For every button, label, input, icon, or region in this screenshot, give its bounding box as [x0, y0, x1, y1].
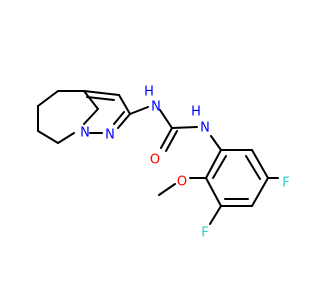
atom-n-left: N [151, 100, 161, 115]
cyclohexane-ring-bonds [37, 90, 99, 144]
atom-labels: N N H N O H N O F F [80, 85, 290, 241]
atom-n-right: N [200, 121, 210, 136]
benzene-ring-bonds [205, 149, 269, 207]
pyrazole-ring-bonds [83, 90, 131, 134]
urea-bonds [129, 106, 222, 152]
bond [209, 205, 222, 225]
bond [160, 127, 173, 149]
bond [251, 149, 269, 179]
atom-o-carbonyl: O [150, 153, 160, 168]
atom-h-left: H [144, 85, 154, 100]
atom-n-pyrazole: N [105, 128, 115, 143]
bond [129, 106, 149, 115]
bond [245, 155, 261, 180]
bond [171, 126, 198, 129]
bond [83, 90, 99, 110]
bond [251, 177, 269, 207]
bond [210, 135, 222, 151]
molecule-structure: N N H N O H N O F F [37, 85, 290, 241]
bond [118, 94, 131, 115]
atom-n-bridge: N [80, 126, 90, 141]
bond [37, 90, 59, 107]
atom-f-right: F [282, 176, 289, 191]
substituent-bonds [158, 177, 279, 225]
atom-o-methoxy: O [177, 175, 187, 190]
bond [86, 96, 115, 101]
bond [158, 183, 176, 196]
molecule-diagram: N N H N O H N O F F [37, 85, 290, 241]
bond [117, 113, 131, 129]
bond [212, 155, 227, 179]
bond [83, 108, 99, 125]
bond [165, 130, 178, 152]
bond [205, 149, 222, 179]
atom-h-right: H [191, 105, 201, 120]
bond [57, 132, 75, 144]
bond [83, 90, 120, 96]
atom-f-bottom: F [201, 226, 208, 241]
bond [159, 109, 173, 129]
bond [37, 130, 59, 144]
bond [205, 177, 222, 207]
bond [113, 111, 125, 125]
